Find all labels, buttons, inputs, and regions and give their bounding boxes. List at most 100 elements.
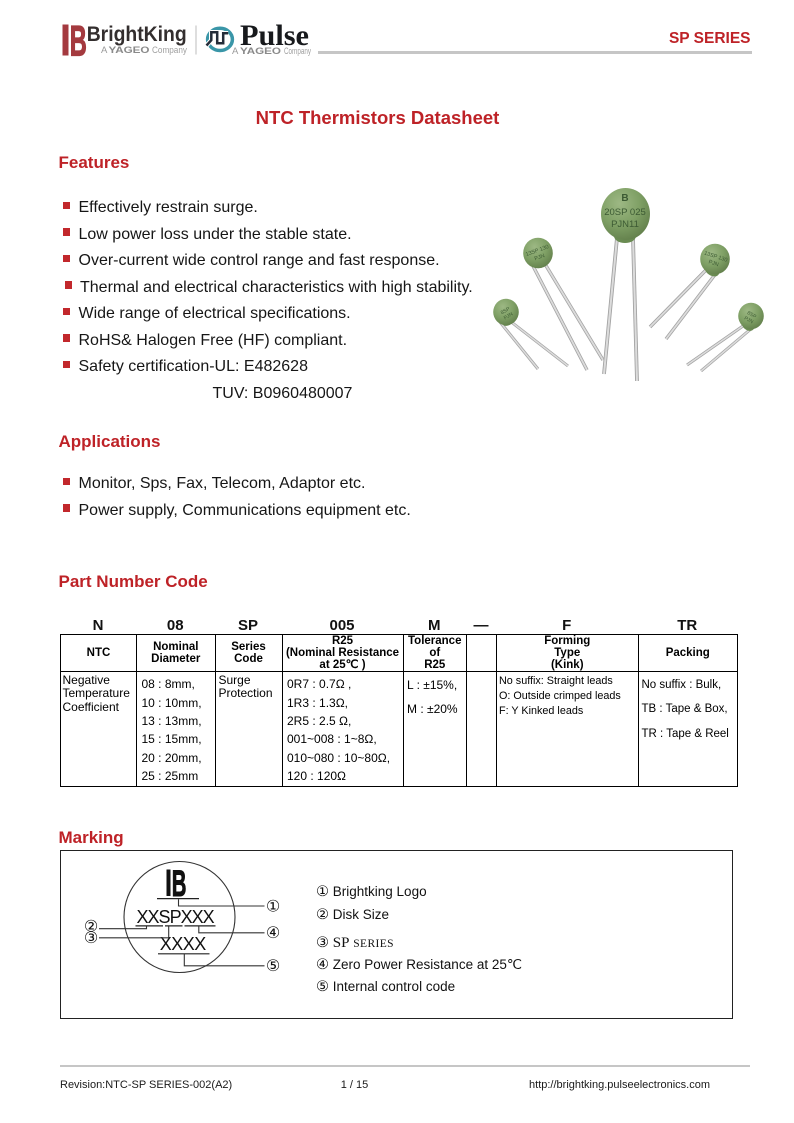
header-cell [466,633,497,673]
marking-logo-icon: B [166,863,187,905]
feature-item: Safety certification-UL: E482628 [0,354,473,381]
application-text: Monitor, Sps, Fax, Telecom, Adaptor etc. [78,475,366,492]
bullet-icon [63,254,71,263]
pulse-tagline-yageo: YAGEO [240,46,281,57]
body-cell-tolerance: L : ±15%, M : ±20% [402,671,467,787]
callout-5: ⑤ [266,956,280,975]
legend-text-series: SERIES [353,938,394,951]
thermistor-medium-right: 13SP 130 PJN [648,243,730,341]
brightking-tagline: A YAGEO Company [101,45,187,56]
legend-text: Disk Size [332,906,390,922]
marking-row2: XXXX [160,934,207,954]
marking-logo-b: B [172,864,187,905]
code-label: M [428,616,441,634]
marking-disc-outline [123,860,236,974]
feature-text: TUV: B0960480007 [212,384,353,402]
big-disc-mark: B [621,193,628,204]
thermistor-small-left: 8SP PJN [493,298,569,370]
marking-diagram: B XXSPXXX XXXX ① ② ③ ④ ⑤ [84,860,280,975]
page-title: NTC Thermistors Datasheet [255,107,500,129]
brightking-tagline-a: A [101,45,108,56]
pulse-logo-icon [204,26,235,53]
code-label: — [473,616,489,634]
bullet-icon [63,307,71,316]
small-disc-label-line1: 8SP [746,310,758,320]
marking-box [60,849,733,1019]
header-cell: Forming Type (Kink) [496,633,639,673]
legend-text: Internal control code [332,979,456,994]
legend-item-1: ① Brightking Logo [316,884,427,900]
application-text: Power supply, Communications equipment e… [78,501,411,519]
big-disc-label-line1: 20SP 025 [604,207,646,218]
table-body-row: Negative Temperature Coefficient 08 : 8m… [60,671,738,787]
code-label: 005 [329,616,355,634]
application-item: Power supply, Communications equipment e… [0,498,411,525]
brightking-wordmark: BrightKing [87,22,187,46]
footer-page-number: 1 / 15 [340,1078,369,1091]
feature-text: Low power loss under the stable state. [78,225,352,243]
medium-disc-label-line2: PJN [708,259,720,268]
body-cell-forming: No suffix: Straight leads O: Outside cri… [496,671,639,787]
feature-text: Over-current wide control range and fast… [78,252,440,269]
code-label: F [562,616,572,634]
marking-row1: XXSPXXX [137,907,215,927]
footer-rule [60,1065,750,1068]
pulse-wordmark: Pulse [240,19,309,52]
callout-lines [99,899,265,967]
bullet-icon [63,334,71,342]
application-item: Monitor, Sps, Fax, Telecom, Adaptor etc. [0,471,411,498]
brightking-tagline-company: Company [152,45,187,56]
feature-text: Thermal and electrical characteristics w… [80,278,473,296]
legend-text: Brightking Logo [332,883,427,899]
feature-item: Low power loss under the stable state. [0,222,473,249]
footer-revision: Revision:NTC-SP SERIES-002(A2) [60,1078,233,1091]
small-disc-label-line1: 8SP [500,306,512,316]
feature-text: Safety certification-UL: E482628 [78,358,308,375]
marking-heading: Marking [58,827,124,847]
part-number-table: NTC Nominal Diameter Series Code R25 (No… [60,633,738,787]
feature-item: Over-current wide control range and fast… [0,248,473,275]
feature-text: Wide range of electrical specifications. [78,305,351,322]
bullet-icon [64,281,72,289]
features-heading: Features [58,152,130,172]
body-cell-packing: No suffix : Bulk, TB : Tape & Box, TR : … [637,671,738,787]
legend-item-4: ④ Zero Power Resistance at 25℃ [316,957,522,973]
code-label: TR [677,616,698,634]
code-label: 08 [166,616,184,634]
footer-url: http://brightking.pulseelectronics.com [529,1078,710,1091]
callout-1: ① [266,896,280,915]
callout-numbers: ① ② ③ ④ ⑤ [84,896,280,975]
legend-text-sp: SP [332,935,350,952]
thermistor-small-right: 8SP PJN [686,302,764,373]
legend-item-2: ② Disk Size [316,907,389,923]
callout-2: ② [84,916,98,935]
brightking-mark-b: B [70,18,87,62]
code-label: SP [237,616,258,634]
pulse-tagline: A YAGEO Company [232,46,311,57]
small-disc-label-line2: PJN [503,311,515,321]
applications-heading: Applications [58,432,161,452]
applications-list: Monitor, Sps, Fax, Telecom, Adaptor etc.… [0,471,411,524]
bullet-icon [63,504,71,512]
part-number-codes-row: N 08 SP 005 M — F TR [60,617,737,635]
legend-num: ① [316,883,329,900]
pulse-tagline-a: A [232,46,239,57]
feature-text: RoHS& Halogen Free (HF) compliant. [78,331,348,349]
header-cell: Packing [637,633,738,673]
feature-text: Effectively restrain surge. [78,199,258,216]
feature-item: RoHS& Halogen Free (HF) compliant. [0,328,473,355]
pulse-tagline-company: Company [284,46,311,57]
body-cell-diameter: 08 : 8mm, 10 : 10mm, 13 : 13mm, 15 : 15m… [136,671,216,787]
body-cell-empty [466,671,497,787]
body-cell-resistance: 0R7 : 0.7Ω , 1R3 : 1.3Ω, 2R5 : 2.5 Ω, 00… [281,671,404,787]
header-cell: Nominal Diameter [136,633,216,673]
legend-text: Zero Power Resistance at 25℃ [332,956,523,972]
legend-num: ② [316,906,329,923]
legend-num: ④ [316,956,329,973]
legend-item-3: ③ SP SERIES [316,935,394,952]
body-cell-series: Surge Protection [214,671,283,787]
medium-disc-label-line2: PJN [534,253,546,262]
feature-item: Wide range of electrical specifications. [0,301,473,328]
thermistor-product-photo: 13SP 130 PJN 8SP PJN B 20SP 025 PJN11 13… [493,188,764,382]
